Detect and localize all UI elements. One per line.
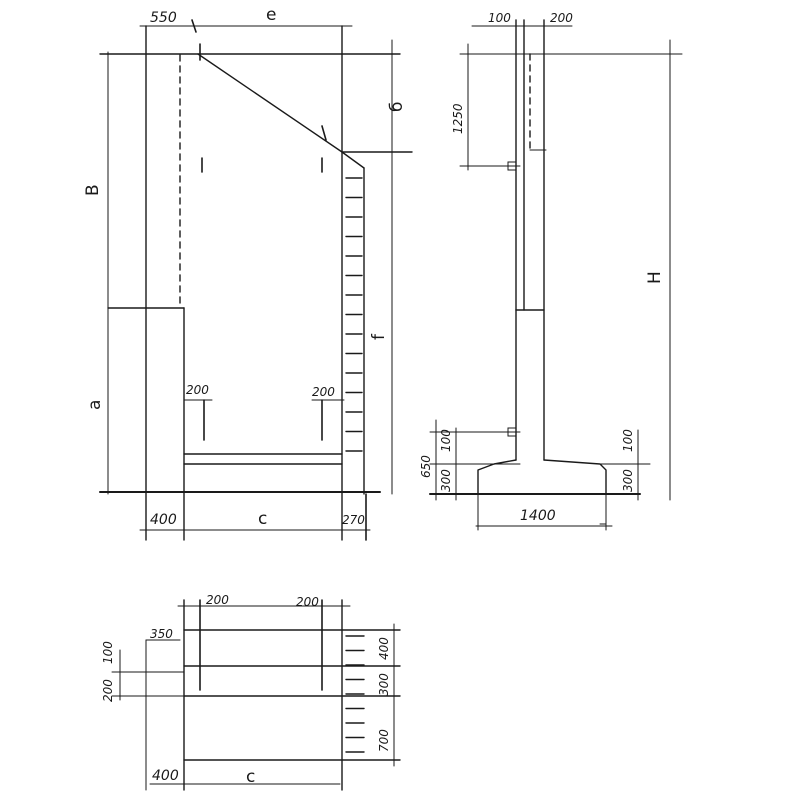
front-dim-550: 550	[150, 10, 177, 26]
plan-dim-200-left: 200	[206, 593, 229, 607]
front-dim-c: c	[258, 509, 267, 529]
front-dim-400: 400	[150, 512, 177, 528]
plan-dim-100: 100	[101, 641, 115, 664]
plan-dim-c: c	[246, 767, 255, 787]
front-dim-b: B	[83, 184, 103, 196]
side-dim-100-left: 100	[439, 429, 453, 452]
side-footing-right	[543, 459, 607, 495]
side-marker-box-bottom	[507, 427, 517, 437]
side-footing-left	[477, 459, 517, 495]
front-dim-200-right: 200	[312, 385, 335, 399]
plan-dim-400-bottom: 400	[152, 768, 179, 784]
plan-dim-400: 400	[377, 637, 391, 660]
side-dim-300-right: 300	[621, 469, 635, 492]
front-hatch-marks	[345, 177, 363, 452]
front-dim-e: e	[266, 5, 276, 25]
front-slope-tick-mid	[321, 125, 327, 141]
side-dim-100: 100	[488, 11, 511, 25]
side-dim-650: 650	[419, 455, 433, 478]
front-slope-line	[197, 53, 343, 153]
side-dim-300-left: 300	[439, 469, 453, 492]
front-view: 550 e B a б f 200 200 400 c 270	[83, 5, 413, 541]
front-dim-200-left: 200	[186, 383, 209, 397]
side-dim-200: 200	[550, 11, 573, 25]
side-marker-box-top	[507, 161, 517, 171]
front-top-dim-tick	[191, 19, 197, 33]
front-right-chamfer	[341, 151, 365, 169]
side-dim-1400: 1400	[520, 508, 556, 524]
plan-dim-200: 200	[101, 679, 115, 702]
plan-dim-200-right: 200	[296, 595, 319, 609]
plan-view: 200 200 350 100 200 400 300 700 400 c	[101, 593, 401, 791]
plan-dim-350: 350	[150, 627, 173, 641]
front-dim-a: a	[85, 400, 105, 410]
front-dim-f: f	[369, 333, 389, 340]
plan-dim-700: 700	[377, 729, 391, 752]
side-dim-H: H	[645, 271, 665, 284]
front-dim-b2: б	[387, 102, 407, 112]
plan-dim-300: 300	[377, 673, 391, 696]
plan-hatch-marks	[345, 635, 365, 753]
side-dim-100-right: 100	[621, 429, 635, 452]
side-dim-1250: 1250	[451, 103, 465, 134]
front-dim-270: 270	[342, 513, 365, 527]
side-view: 100 200 1250 H 650 100 300 100 300 1400	[419, 11, 683, 531]
